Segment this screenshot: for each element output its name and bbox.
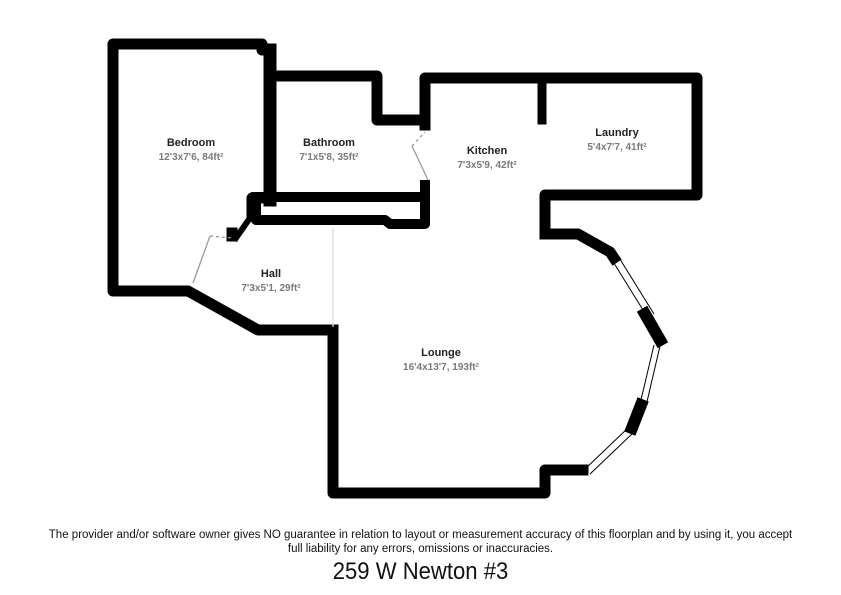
room-name: Bedroom xyxy=(167,137,216,149)
hall-door xyxy=(192,235,211,284)
kitchen-laundry-wall xyxy=(419,72,703,234)
room-dimensions: 5'4x7'7, 41ft² xyxy=(587,142,647,153)
room-name: Kitchen xyxy=(467,145,508,157)
disclaimer: The provider and/or software owner gives… xyxy=(20,528,821,556)
room-name: Laundry xyxy=(595,127,639,139)
windows xyxy=(583,255,661,475)
hall-wall-stub xyxy=(231,210,257,243)
room-dimensions: 7'1x5'8, 35ft² xyxy=(299,152,359,163)
lounge-wall xyxy=(539,228,622,266)
bathroom-wall xyxy=(264,70,426,126)
window-2 xyxy=(639,344,661,407)
room-name: Hall xyxy=(261,268,281,280)
lounge-bay-wall-1 xyxy=(636,305,669,349)
room-kitchen-label: Kitchen 7'3x5'9, 42ft² xyxy=(457,145,517,171)
disclaimer-line-1: The provider and/or software owner gives… xyxy=(48,529,793,541)
property-address: 259 W Newton #3 xyxy=(332,558,509,585)
kitchen-door-arc xyxy=(411,131,426,147)
window-3 xyxy=(583,427,635,475)
disclaimer-line-2: full liability for any errors, omissions… xyxy=(287,543,554,555)
room-laundry-label: Laundry 5'4x7'7, 41ft² xyxy=(587,127,647,153)
room-bathroom-label: Bathroom 7'1x5'8, 35ft² xyxy=(299,137,359,163)
walls xyxy=(107,38,703,499)
room-lounge-label: Lounge 16'4x13'7, 193ft² xyxy=(403,347,480,373)
room-name: Lounge xyxy=(421,347,461,359)
room-dimensions: 7'3x5'1, 29ft² xyxy=(241,283,301,294)
room-hall-label: Hall 7'3x5'1, 29ft² xyxy=(241,268,301,294)
kitchen-door xyxy=(411,145,429,181)
floorplan: Bedroom 12'3x7'6, 84ft² Bathroom 7'1x5'8… xyxy=(107,38,703,499)
room-bedroom-label: Bedroom 12'3x7'6, 84ft² xyxy=(159,137,224,163)
window-1 xyxy=(611,255,655,319)
lounge-bottom-wall xyxy=(327,324,589,499)
lounge-bay-wall-2 xyxy=(624,397,649,436)
corridor-wall xyxy=(251,180,430,229)
room-dimensions: 16'4x13'7, 193ft² xyxy=(403,362,480,373)
room-dimensions: 7'3x5'9, 42ft² xyxy=(457,160,517,171)
hall-door-arc xyxy=(209,235,233,239)
room-name: Bathroom xyxy=(303,137,355,149)
room-dimensions: 12'3x7'6, 84ft² xyxy=(159,152,224,163)
doors xyxy=(192,131,429,327)
